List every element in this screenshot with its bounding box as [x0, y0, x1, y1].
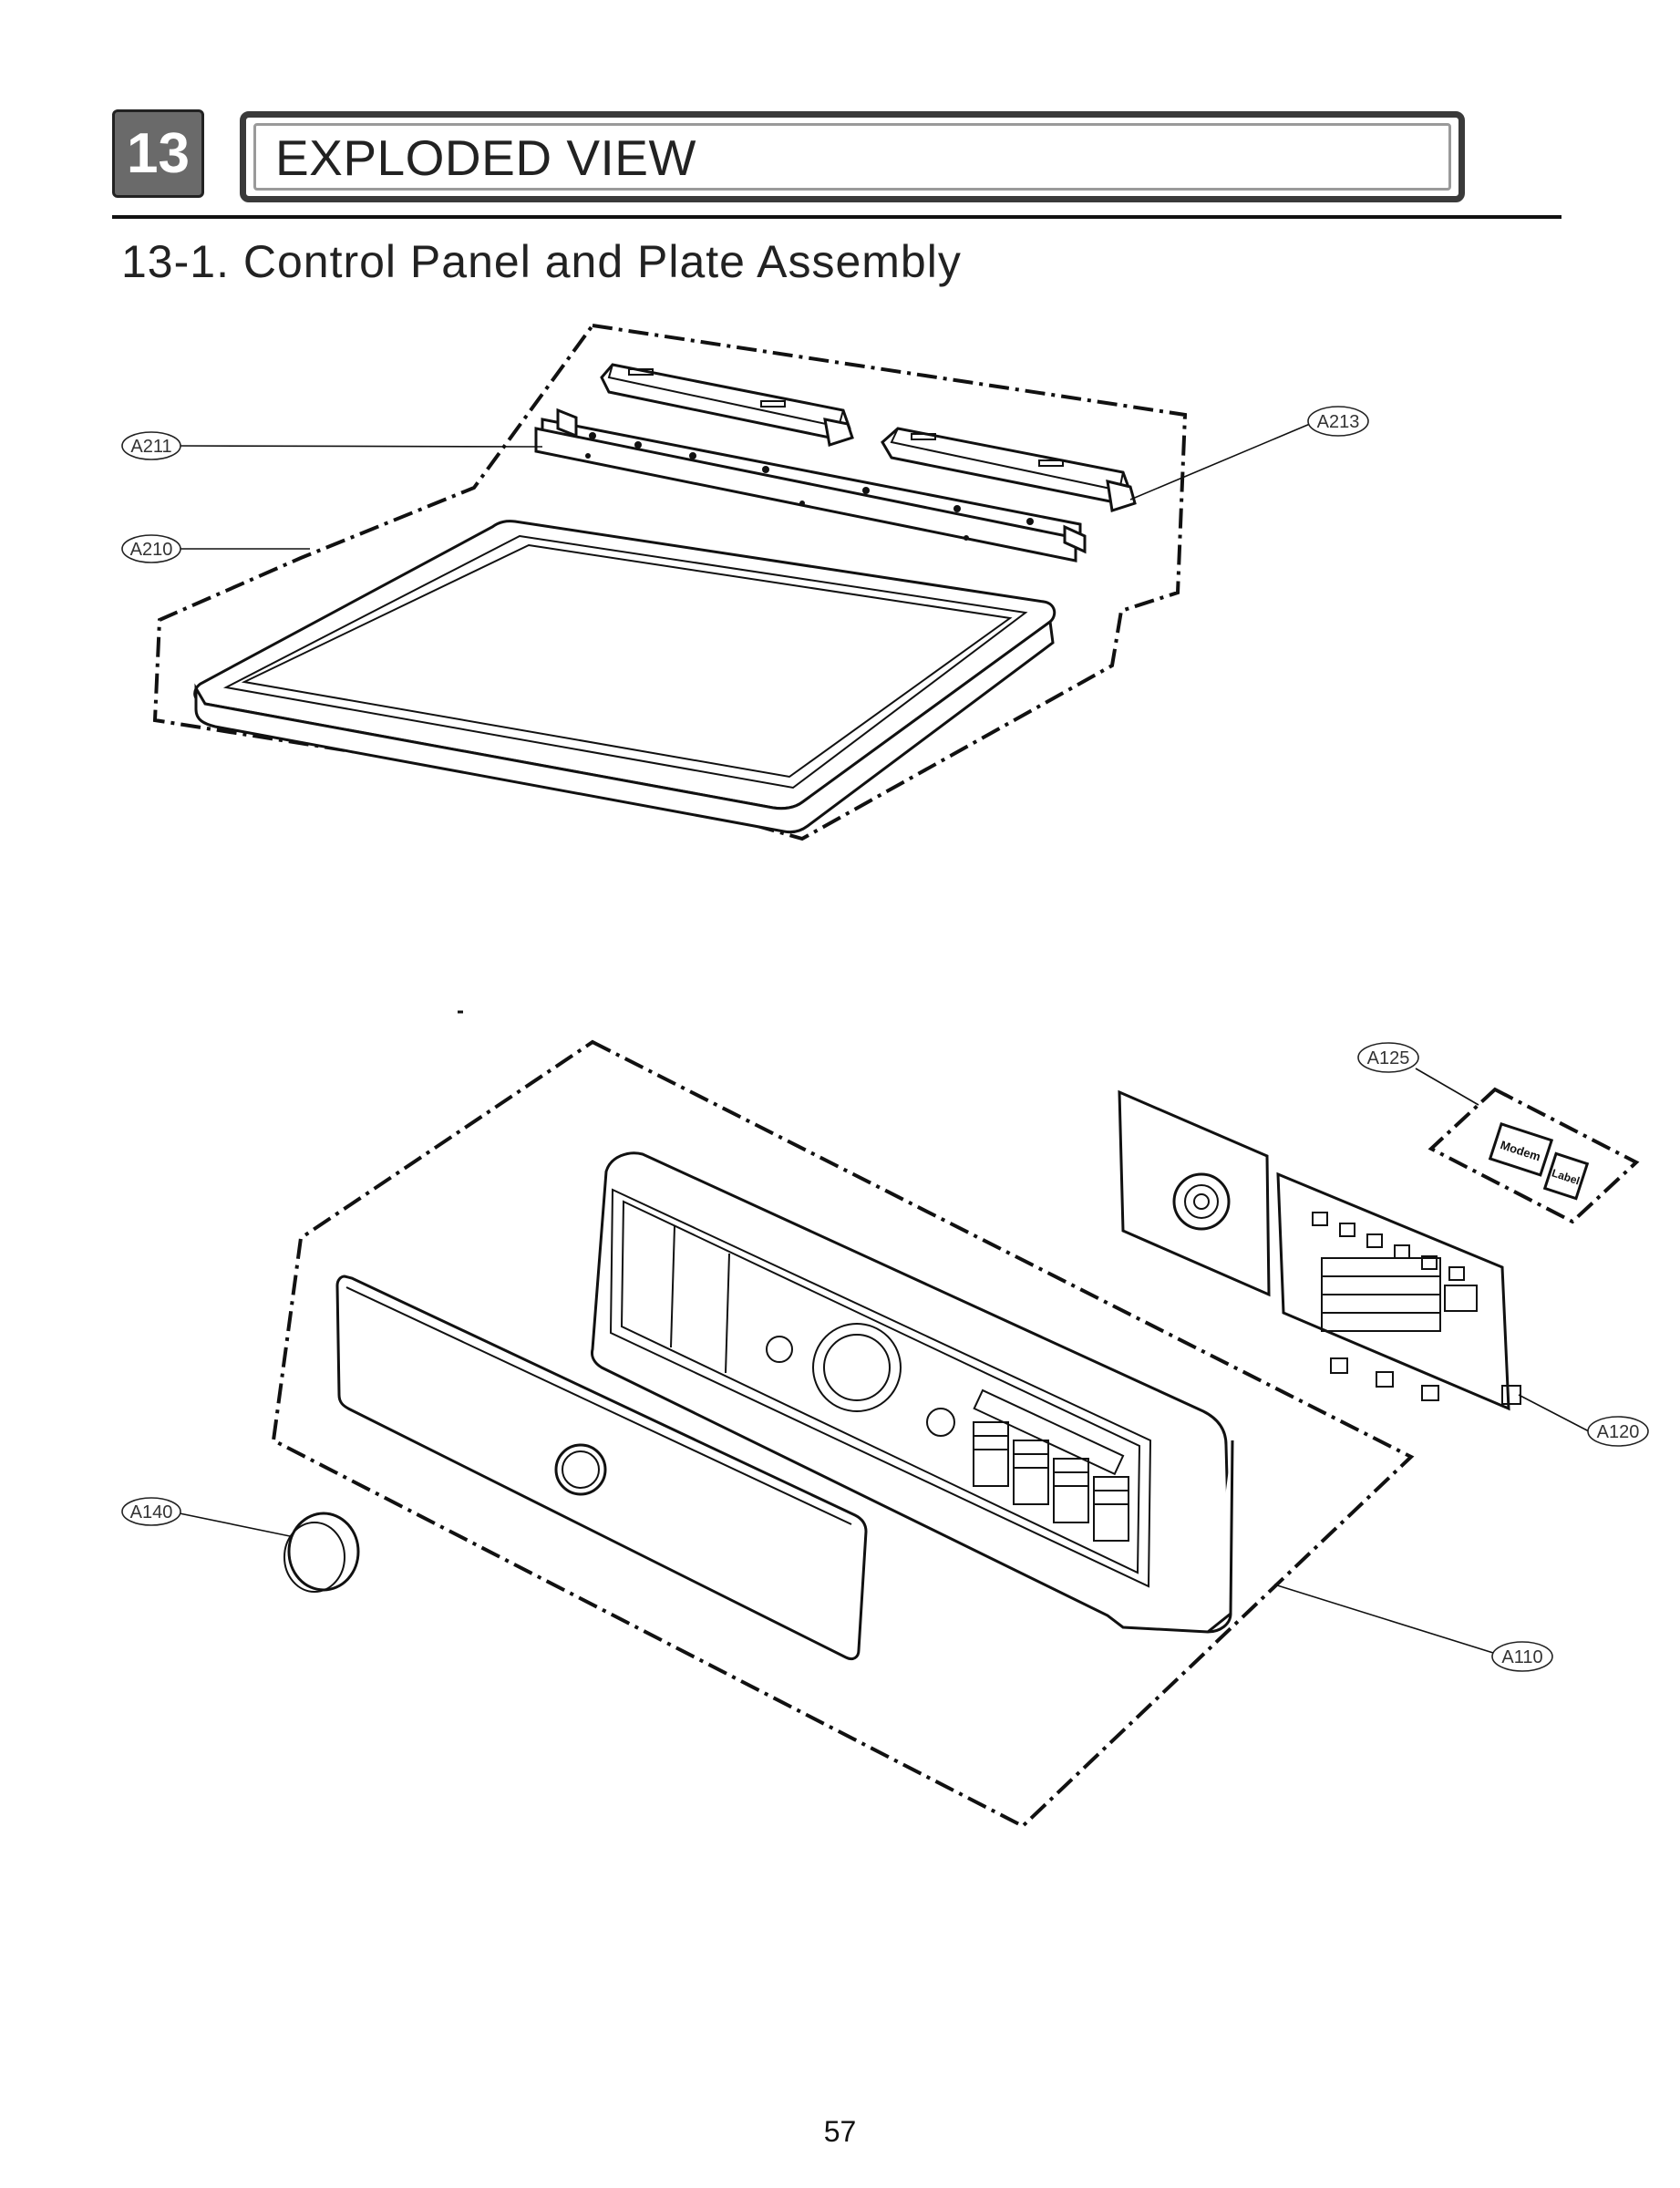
callout-a125: A125 — [1357, 1042, 1479, 1106]
callout-a120: A120 — [1518, 1394, 1649, 1447]
callout-label: A125 — [1367, 1048, 1410, 1068]
control-panel-body — [591, 1151, 1234, 1634]
chapter-number-badge: 13 — [112, 109, 204, 198]
main-pcb-assembly — [1118, 1089, 1521, 1411]
chapter-title: EXPLODED VIEW — [275, 129, 696, 186]
panel-button-grid — [973, 1421, 1129, 1542]
callout-a211: A211 — [121, 431, 543, 460]
panel-decor-plate — [335, 1275, 868, 1661]
chapter-title-box: EXPLODED VIEW — [240, 111, 1465, 202]
plate-assembly-group — [152, 323, 1188, 841]
callout-label: A211 — [130, 437, 171, 457]
callout-label: A110 — [1501, 1647, 1542, 1667]
chapter-number: 13 — [127, 122, 190, 185]
callout-a213: A213 — [1129, 406, 1369, 501]
header-rule — [112, 215, 1561, 219]
callout-label: A213 — [1317, 412, 1360, 432]
page-number: 57 — [823, 2115, 857, 2148]
callout-a140: A140 — [121, 1497, 291, 1537]
label-sticker — [1542, 1151, 1590, 1201]
callout-label: A210 — [130, 540, 173, 560]
callout-a210: A210 — [121, 534, 310, 563]
modem-label-sticker-group: Modem Label — [1427, 1087, 1640, 1224]
chapter-title-inner-frame — [253, 123, 1451, 191]
callout-label: A120 — [1597, 1422, 1640, 1442]
section-title: 13-1. Control Panel and Plate Assembly — [121, 236, 962, 287]
pcb-key-array — [1312, 1212, 1521, 1405]
modem-sticker — [1488, 1121, 1554, 1177]
top-rail-bracket — [534, 408, 1087, 562]
modem-label-boundary — [1427, 1087, 1640, 1224]
top-plate-frame — [193, 520, 1056, 834]
control-panel-assembly-group: Modem Label — [271, 1039, 1640, 1829]
hinge-cover-right — [881, 427, 1137, 512]
callout-a110: A110 — [1273, 1584, 1553, 1672]
callout-label: A140 — [130, 1502, 173, 1522]
control-panel-assembly-boundary — [271, 1039, 1415, 1829]
control-knob — [283, 1512, 360, 1593]
hinge-cover-left — [600, 363, 854, 447]
